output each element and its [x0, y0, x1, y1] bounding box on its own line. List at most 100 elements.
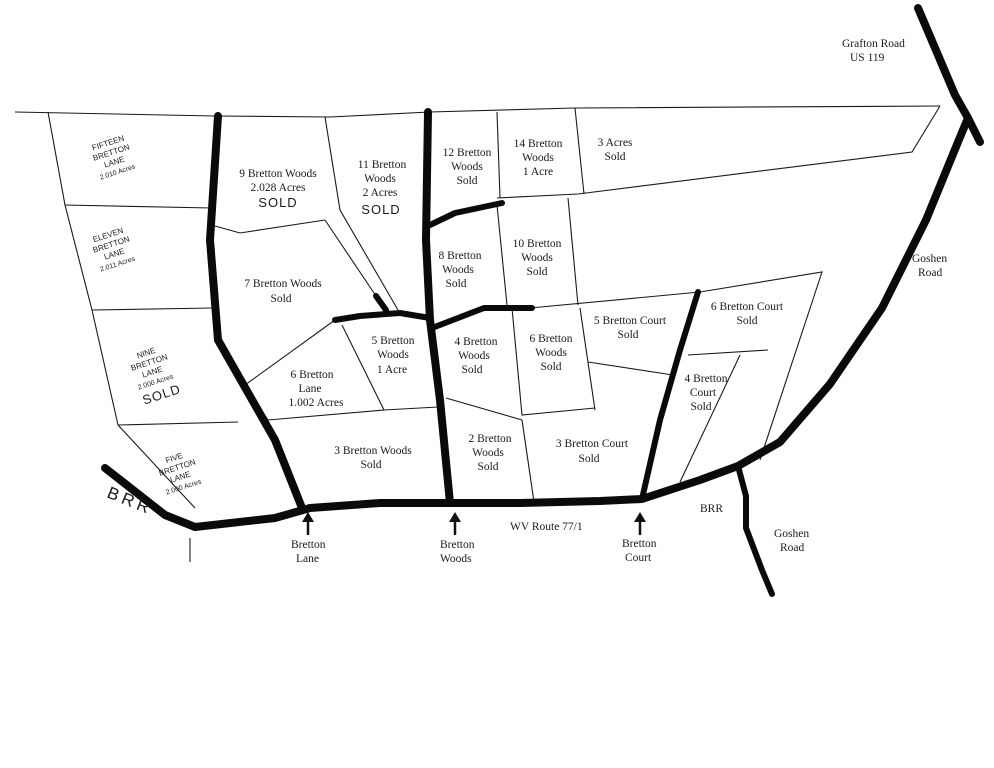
lot-14-bretton-woods: 14 Bretton Woods 1 Acre — [514, 138, 563, 178]
svg-text:Woods: Woods — [377, 349, 409, 361]
bretton-woods-spur-stub — [373, 293, 389, 313]
wv-route-label: WV Route 77/1 — [510, 521, 583, 533]
six-lane-right-edge — [341, 324, 385, 411]
lane-lot-divider-3 — [117, 421, 239, 426]
svg-text:14 Bretton: 14 Bretton — [514, 138, 563, 150]
road-labels: Grafton Road US 119 Goshen Road Goshen R… — [105, 38, 948, 565]
lot-eleven-bretton-lane: ELEVEN BRETTON LANE 2.011 Acres — [92, 226, 137, 274]
svg-text:6 Bretton: 6 Bretton — [529, 333, 572, 345]
lot-five-bretton-lane: FIVE BRETTON LANE 2.000 Acres — [158, 451, 203, 497]
bretton-court-arrow-icon — [634, 512, 646, 535]
svg-text:Court: Court — [690, 387, 717, 399]
svg-text:10 Bretton: 10 Bretton — [513, 238, 562, 250]
svg-text:2.028 Acres: 2.028 Acres — [251, 182, 306, 194]
svg-text:Woods: Woods — [458, 350, 490, 362]
four-six-woods-divider — [511, 307, 596, 416]
lane-lot-divider-2 — [91, 307, 213, 311]
svg-text:9 Bretton Woods: 9 Bretton Woods — [239, 168, 317, 180]
lot-5-bretton-woods: 5 Bretton Woods 1 Acre — [371, 335, 414, 376]
five-court-left — [579, 307, 596, 411]
four-court-boundary — [679, 354, 741, 483]
bretton-woods-spur-upper — [427, 200, 505, 228]
svg-text:Woods: Woods — [521, 252, 553, 264]
goshen-road-upper-line2: Road — [918, 267, 943, 279]
svg-text:Sold: Sold — [456, 175, 477, 187]
lot-9-bretton-woods: 9 Bretton Woods 2.028 Acres SOLD — [239, 168, 317, 210]
svg-text:Sold: Sold — [445, 278, 466, 290]
roads — [101, 4, 984, 597]
svg-text:8 Bretton: 8 Bretton — [438, 250, 481, 262]
svg-text:6 Bretton Court: 6 Bretton Court — [711, 301, 784, 313]
svg-text:Sold: Sold — [461, 364, 482, 376]
lot-12-bretton-woods: 12 Bretton Woods Sold — [443, 147, 492, 187]
svg-text:Sold: Sold — [270, 293, 291, 305]
lot-6-bretton-court: 6 Bretton Court Sold — [711, 301, 784, 327]
goshen-road-lower — [735, 463, 775, 597]
svg-text:Woods: Woods — [451, 161, 483, 173]
lot-3-bretton-court: 3 Bretton Court Sold — [556, 438, 629, 465]
grafton-road-label-line2: US 119 — [850, 52, 885, 64]
six-court-bottom — [687, 349, 769, 356]
svg-text:3 Bretton Woods: 3 Bretton Woods — [334, 445, 412, 457]
lot-4-bretton-woods: 4 Bretton Woods Sold — [454, 336, 497, 376]
bretton-lane-arrow-icon — [302, 512, 314, 535]
lot-2-bretton-woods: 2 Bretton Woods Sold — [468, 433, 511, 473]
lot-10-bretton-woods: 10 Bretton Woods Sold — [513, 238, 562, 278]
three-acres-boundary — [496, 105, 941, 199]
lot-nine-bretton-lane: NINE BRETTON LANE 2.000 Acres SOLD — [130, 346, 183, 408]
svg-text:2 Bretton: 2 Bretton — [468, 433, 511, 445]
svg-text:Woods: Woods — [364, 173, 396, 185]
svg-text:1 Acre: 1 Acre — [523, 166, 553, 178]
entrance-bretton-court-line1: Bretton — [622, 538, 657, 550]
entrance-bretton-woods-line1: Bretton — [440, 539, 475, 551]
brr-right-label: BRR — [700, 503, 723, 515]
svg-text:Sold: Sold — [360, 459, 381, 471]
svg-text:7 Bretton Woods: 7 Bretton Woods — [244, 278, 322, 290]
wv-route-77-1-road — [101, 114, 972, 531]
bretton-woods-spur-middle — [429, 305, 535, 331]
svg-text:2 Acres: 2 Acres — [363, 187, 398, 199]
svg-text:3 Acres: 3 Acres — [598, 137, 633, 149]
svg-text:Sold: Sold — [604, 151, 625, 163]
svg-text:12 Bretton: 12 Bretton — [443, 147, 492, 159]
svg-text:Sold: Sold — [526, 266, 547, 278]
lot-6-bretton-lane: 6 Bretton Lane 1.002 Acres — [289, 369, 344, 409]
svg-text:Woods: Woods — [535, 347, 567, 359]
svg-text:Sold: Sold — [736, 315, 757, 327]
svg-text:1 Acre: 1 Acre — [377, 364, 407, 376]
svg-text:6 Bretton: 6 Bretton — [290, 369, 333, 381]
lot-8-bretton-woods: 8 Bretton Woods Sold — [438, 250, 481, 290]
lot-fifteen-bretton-lane: FIFTEEN BRETTON LANE 2.010 Acres — [91, 134, 137, 182]
svg-text:Sold: Sold — [690, 401, 711, 413]
svg-text:3 Bretton Court: 3 Bretton Court — [556, 438, 629, 450]
twelve-fourteen-divider — [496, 111, 501, 199]
entrance-bretton-woods-line2: Woods — [440, 553, 472, 565]
svg-text:Woods: Woods — [472, 447, 504, 459]
lot-6-bretton-woods: 6 Bretton Woods Sold — [529, 333, 572, 373]
bretton-court-road — [639, 289, 701, 502]
svg-text:5 Bretton Court: 5 Bretton Court — [594, 315, 667, 327]
lot-4-bretton-court: 4 Bretton Court Sold — [684, 373, 727, 413]
lot-7-bretton-woods: 7 Bretton Woods Sold — [244, 278, 322, 305]
svg-text:Sold: Sold — [617, 329, 638, 341]
five-three-court-divider — [587, 361, 674, 376]
svg-text:SOLD: SOLD — [361, 202, 400, 217]
svg-text:4 Bretton: 4 Bretton — [454, 336, 497, 348]
entrance-arrows — [302, 512, 646, 535]
grafton-road-label-line1: Grafton Road — [842, 38, 905, 50]
svg-text:Sold: Sold — [578, 453, 599, 465]
svg-text:Sold: Sold — [477, 461, 498, 473]
nine-seven-divider — [214, 219, 326, 234]
north-boundary-line — [14, 105, 941, 118]
svg-text:Woods: Woods — [442, 264, 474, 276]
svg-text:SOLD: SOLD — [258, 195, 297, 210]
lot-5-bretton-court: 5 Bretton Court Sold — [594, 315, 667, 341]
svg-text:4 Bretton: 4 Bretton — [684, 373, 727, 385]
grafton-road-us119 — [914, 4, 984, 146]
svg-text:Lane: Lane — [299, 383, 322, 395]
lot-11-bretton-woods: 11 Bretton Woods 2 Acres SOLD — [358, 159, 407, 217]
bretton-woods-spur-left — [332, 310, 433, 323]
two-woods-right — [521, 419, 535, 503]
entrance-bretton-lane-line2: Lane — [296, 553, 319, 565]
